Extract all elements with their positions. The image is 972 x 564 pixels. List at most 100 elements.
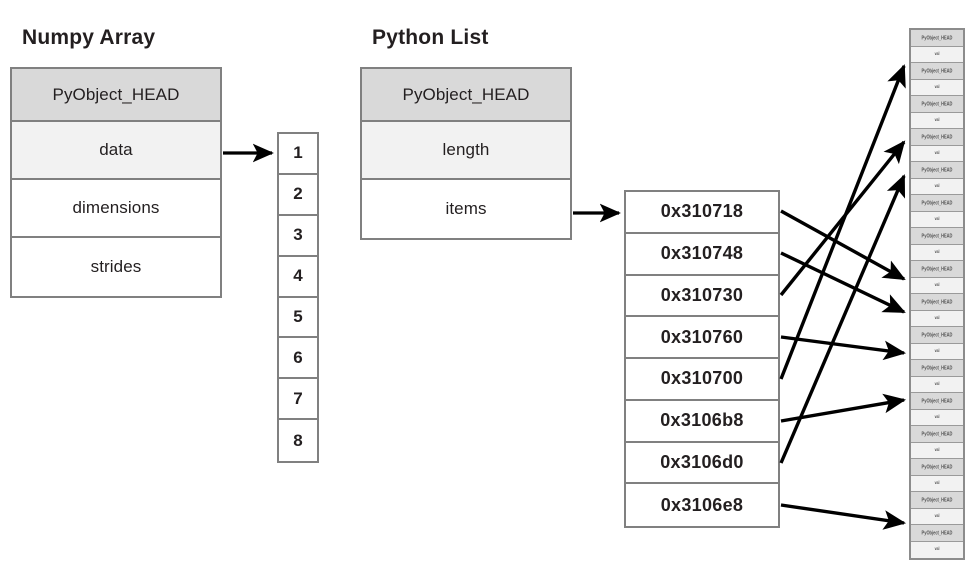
pointer-cell: 0x310730 [626, 276, 778, 318]
pyobject-head-row: PyObject_HEAD [911, 30, 963, 47]
pointer-cell: 0x3106e8 [660, 494, 744, 515]
pyobject-value-label: val [934, 116, 940, 122]
pyobject-value-row: val [911, 376, 963, 393]
pyobject-value-label: val [934, 347, 940, 353]
numpy-array-title: Numpy Array [22, 26, 156, 49]
pyobject-head-label: PyObject_HEAD [921, 397, 953, 404]
numpy-data-cell: 7 [279, 379, 317, 421]
pyobject-head-label: PyObject_HEAD [921, 331, 953, 338]
numpy-data-cell: 5 [279, 298, 317, 339]
pyobject-value-row: val [911, 277, 963, 294]
pointer-cell: 0x310718 [626, 192, 778, 234]
arrow-ptr-1 [780, 251, 906, 314]
pyobject-value-label: val [934, 215, 940, 221]
pointer-cell: 0x3106d0 [626, 443, 778, 485]
numpy-data-cell: 2 [279, 175, 317, 216]
pyobject-value-row: val [911, 442, 963, 459]
pyobject-head-label: PyObject_HEAD [921, 34, 953, 41]
pyobject-head-label: PyObject_HEAD [921, 463, 953, 470]
pyobject-value-label: val [934, 182, 940, 188]
pointer-cell: 0x310700 [626, 359, 778, 401]
pyobject-head-row: PyObject_HEAD [911, 129, 963, 146]
pyobject-head-row: PyObject_HEAD [911, 195, 963, 212]
pyobject-head-label: PyObject_HEAD [921, 67, 953, 74]
numpy-field-pyobject-head: PyObject_HEAD [12, 69, 220, 122]
pyobject-value-label: val [934, 281, 940, 287]
pyobject-value-row: val [911, 211, 963, 228]
pointer-cell: 0x310760 [626, 317, 778, 359]
pyobject-head-label: PyObject_HEAD [921, 199, 953, 206]
pyobject-value-label: val [934, 149, 940, 155]
pyobject-head-row: PyObject_HEAD [911, 360, 963, 377]
pyobject-value-label: val [934, 446, 940, 452]
python-list-title: Python List [372, 26, 489, 49]
pyobject-value-label: val [934, 380, 940, 386]
pyobject-value-label: val [934, 248, 940, 254]
pyobject-value-row: val [911, 409, 963, 426]
arrow-ptr-5 [780, 393, 907, 423]
pyobject-head-row: PyObject_HEAD [911, 327, 963, 344]
pyobject-value-label: val [934, 83, 940, 89]
pyobject-value-row: val [911, 508, 963, 525]
pyobject-value-label: val [934, 512, 940, 518]
pylist-field-pyobject-head: PyObject_HEAD [362, 69, 570, 122]
numpy-field-strides: strides [12, 238, 220, 296]
numpy-data-cell: 1 [279, 134, 317, 175]
pyobject-head-label: PyObject_HEAD [921, 298, 953, 305]
pyobject-value-label: val [934, 546, 940, 552]
pyobject-head-row: PyObject_HEAD [911, 228, 963, 245]
numpy-data-cell: 3 [279, 216, 317, 257]
pyobject-value-row: val [911, 343, 963, 360]
pylist-field-items: items [362, 180, 570, 238]
numpy-field-data: data [12, 122, 220, 180]
pyobject-value-label: val [934, 50, 940, 56]
pyobject-head-row: PyObject_HEAD [911, 294, 963, 311]
pyobject-head-row: PyObject_HEAD [911, 261, 963, 278]
pyobject-head-row: PyObject_HEAD [911, 393, 963, 410]
numpy-data-cell: 8 [293, 430, 303, 450]
pyobject-value-label: val [934, 314, 940, 320]
pyobject-value-label: val [934, 479, 940, 485]
arrow-ptr-4 [779, 64, 906, 380]
pyobject-value-row: val [911, 112, 963, 129]
pyobject-head-row: PyObject_HEAD [911, 492, 963, 509]
arrow-ptr-2 [779, 140, 906, 297]
pyobject-head-label: PyObject_HEAD [921, 430, 953, 437]
pyobject-head-row: PyObject_HEAD [911, 426, 963, 443]
pyobject-head-row: PyObject_HEAD [911, 525, 963, 542]
pyobject-head-label: PyObject_HEAD [921, 232, 953, 239]
pyobject-head-row: PyObject_HEAD [911, 459, 963, 476]
numpy-field-dimensions: dimensions [12, 180, 220, 238]
pyobject-head-label: PyObject_HEAD [921, 496, 953, 503]
arrow-ptr-7 [780, 503, 907, 530]
pyobject-value-row: val [911, 244, 963, 261]
pyobject-head-label: PyObject_HEAD [921, 166, 953, 173]
pyobject-head-label: PyObject_HEAD [921, 265, 953, 272]
pylist-field-length: length [362, 122, 570, 180]
pyobject-head-label: PyObject_HEAD [921, 133, 953, 140]
arrow-ptr-0 [780, 209, 906, 281]
pyobject-head-label: PyObject_HEAD [921, 529, 953, 536]
pyobject-head-label: PyObject_HEAD [921, 364, 953, 371]
numpy-data-cell: 4 [279, 257, 317, 298]
pyobject-value-row: val [911, 46, 963, 63]
pyobject-value-row: val [911, 79, 963, 96]
pointer-cell: 0x310748 [626, 234, 778, 276]
numpy-data-cell: 6 [279, 338, 317, 380]
pyobject-head-row: PyObject_HEAD [911, 162, 963, 179]
pyobject-value-row: val [911, 178, 963, 195]
arrow-ptr-3 [780, 335, 907, 361]
pyobject-value-row: val [911, 541, 963, 558]
pointer-cell: 0x3106b8 [626, 401, 778, 443]
pyobject-value-row: val [911, 145, 963, 162]
pyobject-value-row: val [911, 475, 963, 492]
pyobject-value-label: val [934, 413, 940, 419]
pyobject-head-label: PyObject_HEAD [921, 100, 953, 107]
arrow-ptr-6 [779, 174, 906, 464]
pyobject-head-row: PyObject_HEAD [911, 63, 963, 80]
pyobject-head-row: PyObject_HEAD [911, 96, 963, 113]
